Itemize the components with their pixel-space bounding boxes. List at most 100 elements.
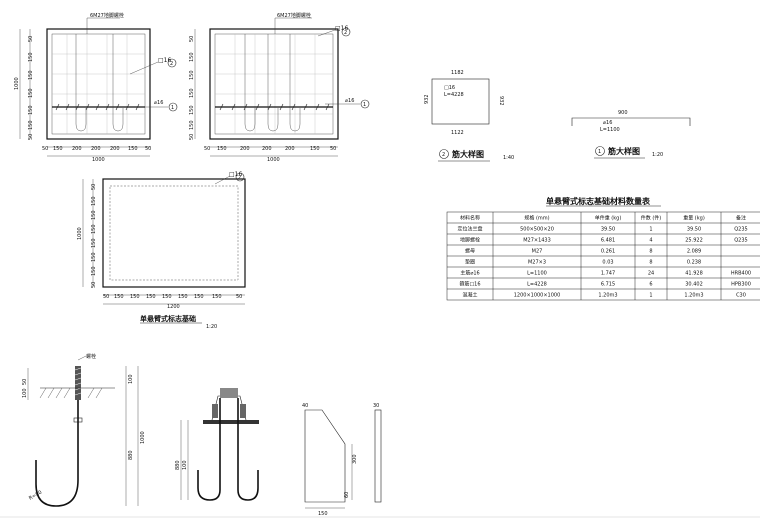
- plan1-dims-left: 50 150 150 150 150 150 50 1000: [14, 29, 34, 140]
- svg-text:50: 50: [189, 134, 195, 140]
- plan-view-2: 6M27地脚螺栓 □16 2 ⌀16 1 50 150 200 200 200 …: [189, 12, 370, 163]
- table-cell: 8: [649, 260, 652, 266]
- rebar-1-detail: 900 ⌀16 L=1100 1 筋大样图 1:20: [571, 110, 691, 159]
- table-cell: 主筋⌀16: [460, 270, 479, 277]
- svg-text:880: 880: [128, 450, 134, 460]
- svg-text:150: 150: [28, 105, 34, 115]
- rebar2-title: 筋大样图: [451, 149, 484, 159]
- rebar1-title: 筋大样图: [607, 146, 640, 156]
- plan-view-3: □16 2 50 150 150 150 150 150 150 150 50 …: [77, 171, 246, 330]
- plan1-grid: [52, 34, 145, 134]
- svg-text:150: 150: [212, 294, 222, 300]
- rebar2-bottom-dim: 1122: [451, 130, 464, 136]
- table-cell: Q235: [734, 238, 747, 244]
- table-cell: 2.089: [687, 249, 701, 255]
- table-cell: 1200×1000×1000: [514, 293, 561, 299]
- svg-text:100: 100: [128, 374, 134, 384]
- table-cell: 6.481: [601, 238, 615, 244]
- plan3-rebar-loop: [109, 185, 239, 281]
- table-cell: 41.928: [685, 271, 703, 277]
- table-cell: 1: [649, 227, 652, 233]
- bolt-thread-lines: [74, 367, 82, 396]
- plan1-bar2-label: □16: [158, 57, 171, 64]
- svg-text:150: 150: [91, 210, 97, 220]
- svg-text:1000: 1000: [140, 431, 146, 444]
- svg-text:50: 50: [145, 146, 151, 152]
- rebar2-top-dim: 1182: [451, 70, 464, 76]
- table-cell: 混凝土: [462, 292, 477, 299]
- svg-text:150: 150: [91, 252, 97, 262]
- bolt-nut-label: 螺栓: [86, 353, 96, 360]
- table-cell: Q235: [734, 227, 747, 233]
- table-cell: 6: [649, 282, 652, 288]
- rib-top-dim: 40: [302, 403, 308, 409]
- plan2-total-bottom: 1000: [267, 157, 280, 163]
- rib-right-dim: 300: [352, 454, 358, 464]
- svg-text:150: 150: [53, 146, 63, 152]
- plan2-bar2-label: □16: [335, 25, 348, 32]
- table-cell: 30.402: [685, 282, 703, 288]
- svg-text:150: 150: [189, 52, 195, 62]
- table-cell: 1: [649, 293, 652, 299]
- table-cell: 地脚螺栓: [460, 237, 480, 244]
- table-cell: 25.922: [685, 238, 703, 244]
- svg-text:150: 150: [189, 120, 195, 130]
- table-cell: 4: [649, 238, 652, 244]
- plan1-dims-bottom: 50 150 200 200 200 150 50 1000: [42, 146, 151, 163]
- plan2-dims-left: 50 150 150 150 150 150 50: [189, 29, 196, 140]
- table-cell: 0.03: [602, 260, 613, 266]
- svg-text:50: 50: [28, 36, 34, 42]
- assembly-bolt-right: [237, 398, 259, 501]
- rib-plate-detail: 40 300 60 150 30: [302, 403, 382, 517]
- svg-text:150: 150: [91, 196, 97, 206]
- svg-text:50: 50: [22, 379, 28, 385]
- plan3-scale: 1:20: [206, 324, 217, 330]
- svg-text:150: 150: [28, 88, 34, 98]
- table-cell: 24: [648, 271, 654, 277]
- table-cell: L=4228: [527, 282, 547, 288]
- svg-text:150: 150: [28, 52, 34, 62]
- plan1-bar2-marker: [167, 58, 177, 68]
- plan2-bar1-label: ⌀16: [345, 98, 354, 104]
- plan3-total-bottom: 1200: [167, 304, 180, 310]
- table-cell: 39.50: [687, 227, 701, 233]
- svg-text:200: 200: [240, 146, 250, 152]
- plan3-outline: [102, 178, 246, 288]
- plan3-dims-bottom: 50 150 150 150 150 150 150 150 50 1200: [103, 294, 245, 310]
- rebar1-tag: ⌀16: [603, 120, 612, 126]
- svg-text:100: 100: [22, 388, 28, 398]
- rebar2-title-num: 2: [442, 152, 445, 158]
- plan3-bar2-num: 2: [238, 175, 241, 181]
- plan1-total-bottom: 1000: [92, 157, 105, 163]
- svg-text:150: 150: [189, 105, 195, 115]
- plan1-rebar-cage: [51, 33, 146, 135]
- svg-text:50: 50: [28, 134, 34, 140]
- table-cell: 39.50: [601, 227, 615, 233]
- table-cell: 定位法兰盘: [457, 226, 482, 233]
- svg-text:150: 150: [128, 146, 138, 152]
- rebar1-top-dim: 900: [618, 110, 628, 116]
- svg-text:150: 150: [162, 294, 172, 300]
- table-cell: 1.20m3: [684, 293, 703, 299]
- rib-bottom-small: 60: [344, 492, 350, 498]
- plan2-bolt-label: 6M27地脚螺栓: [277, 12, 311, 19]
- svg-text:150: 150: [91, 266, 97, 276]
- rebar2-length: L=4228: [444, 92, 464, 98]
- table-cell: HPB300: [731, 282, 751, 288]
- svg-text:200: 200: [285, 146, 295, 152]
- plan2-hatch: [219, 103, 330, 111]
- plan1-bolt-label: 6M27地脚螺栓: [90, 12, 124, 19]
- plan-view-1: 6M27地脚螺栓 □16 2 ⌀16 1 50 150 200 200 200 …: [14, 12, 178, 163]
- plan1-total-left: 1000: [14, 77, 20, 90]
- svg-text:880: 880: [175, 460, 181, 470]
- assembly-bolt-left: [197, 398, 221, 501]
- svg-text:150: 150: [28, 120, 34, 130]
- plan3-total-left: 1000: [77, 227, 83, 240]
- plan3-dims-left: 50 150 150 150 150 150 150 50 1000: [77, 179, 97, 288]
- svg-text:200: 200: [91, 146, 101, 152]
- svg-text:200: 200: [262, 146, 272, 152]
- table-cell: M27: [532, 249, 543, 255]
- table-header-cell: 件数 (件): [641, 215, 662, 222]
- table-cell: 螺母: [465, 248, 475, 255]
- svg-text:150: 150: [28, 70, 34, 80]
